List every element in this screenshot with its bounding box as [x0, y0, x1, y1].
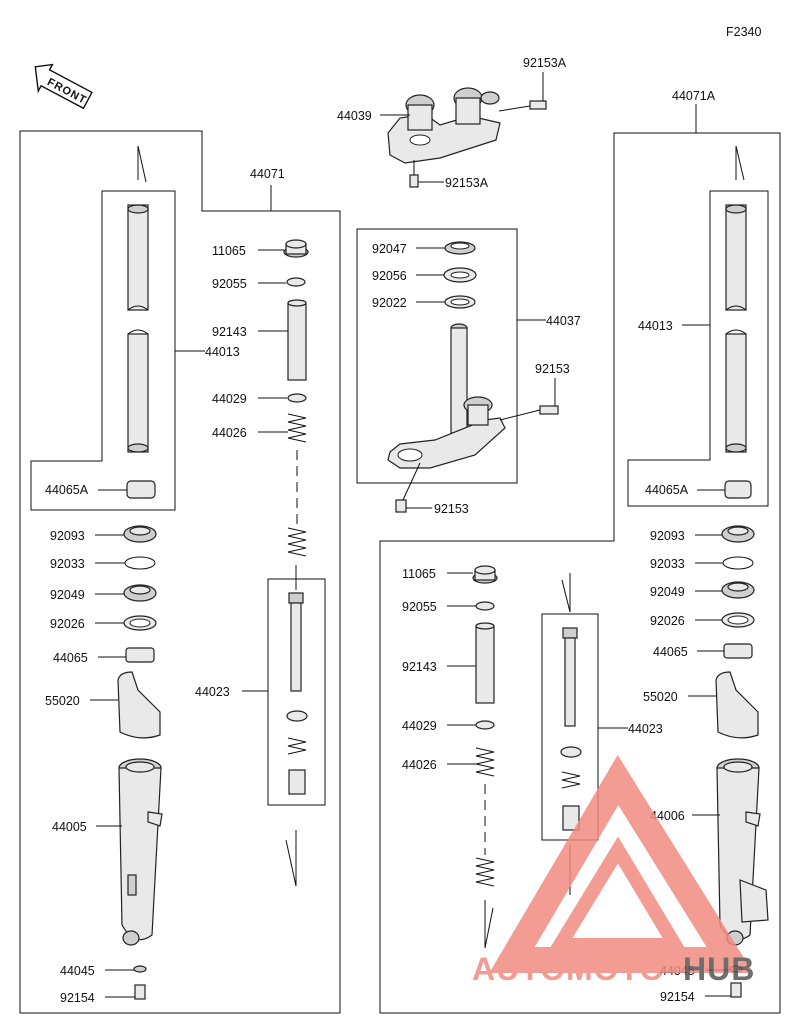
right-inner-tube-box [627, 190, 769, 507]
spring-44026-right [475, 747, 495, 887]
steering-stem-box [356, 228, 518, 484]
label-44023-right: 44023 [628, 722, 663, 736]
label-92093-left: 92093 [50, 529, 85, 543]
label-92055-left: 92055 [212, 277, 247, 291]
bolt-92153a-top [529, 100, 547, 110]
washer-44045-left [133, 965, 147, 973]
label-44026-right: 44026 [402, 758, 437, 772]
cylinder-44023-right [560, 627, 582, 831]
label-44006: 44006 [650, 809, 685, 823]
label-92154-left: 92154 [60, 991, 95, 1005]
label-44071: 44071 [250, 167, 285, 181]
outer-tube-44006 [716, 758, 769, 946]
right-fork-outline [379, 132, 781, 1014]
bolt-92153-b [395, 499, 407, 513]
svg-text:HUB: HUB [683, 951, 755, 987]
label-92056: 92056 [372, 269, 407, 283]
label-55020-left: 55020 [45, 694, 80, 708]
label-44029-right: 44029 [402, 719, 437, 733]
watermark-logo: AUTO MOTO HUB [472, 754, 755, 987]
label-44013-left: 44013 [205, 345, 240, 359]
label-44037: 44037 [546, 314, 581, 328]
seat-44029-right [475, 720, 495, 730]
bolt-92154-right [730, 982, 742, 998]
label-55020-right: 55020 [643, 690, 678, 704]
label-44065-right: 44065 [653, 645, 688, 659]
cap-11065-left [283, 239, 309, 258]
label-92047: 92047 [372, 242, 407, 256]
label-92033-right: 92033 [650, 557, 685, 571]
svg-text:MOTO: MOTO [566, 951, 665, 987]
label-44005: 44005 [52, 820, 87, 834]
svg-text:AUTO: AUTO [472, 951, 566, 987]
bushing-44065a-right [724, 480, 752, 499]
label-92049-left: 92049 [50, 588, 85, 602]
ring-92055-right [475, 601, 495, 611]
guard-55020-left [117, 671, 161, 739]
seat-44029-left [287, 393, 307, 403]
circlip-92033-right [722, 556, 754, 570]
cylinder-44023-left [286, 592, 308, 795]
label-44029-left: 44029 [212, 392, 247, 406]
front-arrow-icon: FRONT [34, 63, 93, 110]
left-fork-outline [19, 130, 341, 1014]
bolt-92154-left [134, 984, 146, 1000]
spacer-92143-left [287, 299, 307, 381]
label-44071a: 44071A [672, 89, 716, 103]
bushing-44065a-left [126, 480, 156, 499]
circlip-92033-left [124, 556, 156, 570]
bushing-44065-left [125, 647, 155, 663]
label-44065-left: 44065 [53, 651, 88, 665]
label-44023-left: 44023 [195, 685, 230, 699]
right-inner-tube [725, 204, 747, 453]
label-92022: 92022 [372, 296, 407, 310]
label-44065a-left: 44065A [45, 483, 89, 497]
diagram-code: F2340 [726, 25, 761, 39]
label-92153a-bottom: 92153A [445, 176, 489, 190]
label-92154-right: 92154 [660, 990, 695, 1004]
label-92055-right: 92055 [402, 600, 437, 614]
label-92153a-top: 92153A [523, 56, 567, 70]
bolt-92153a-bottom [409, 174, 419, 188]
label-44045-left: 44045 [60, 964, 95, 978]
left-inner-tube-box [30, 190, 176, 511]
spring-44026-left [287, 413, 307, 557]
outer-tube-44005 [118, 758, 163, 946]
upper-triple-clamp-44039 [387, 87, 501, 164]
label-44039: 44039 [337, 109, 372, 123]
label-11065-right: 11065 [402, 567, 436, 581]
label-92153-b: 92153 [434, 502, 469, 516]
guard-55020-right [715, 671, 759, 739]
bolt-92153-a [539, 405, 559, 415]
label-44013-right: 44013 [638, 319, 673, 333]
bushing-44065-right [723, 643, 753, 659]
spacer-92143-right [475, 622, 495, 704]
ring-92055-left [286, 277, 306, 287]
label-11065-left: 11065 [212, 244, 246, 258]
label-92093-right: 92093 [650, 529, 685, 543]
label-92033-left: 92033 [50, 557, 85, 571]
label-92143-right: 92143 [402, 660, 437, 674]
label-44065a-right: 44065A [645, 483, 689, 497]
label-92153-a: 92153 [535, 362, 570, 376]
label-92143-left: 92143 [212, 325, 247, 339]
label-44026-left: 44026 [212, 426, 247, 440]
steering-stem-44037 [387, 323, 506, 469]
label-92049-right: 92049 [650, 585, 685, 599]
label-92026-right: 92026 [650, 614, 685, 628]
left-inner-tube [127, 204, 149, 453]
cap-11065-right [472, 565, 498, 584]
label-92026-left: 92026 [50, 617, 85, 631]
